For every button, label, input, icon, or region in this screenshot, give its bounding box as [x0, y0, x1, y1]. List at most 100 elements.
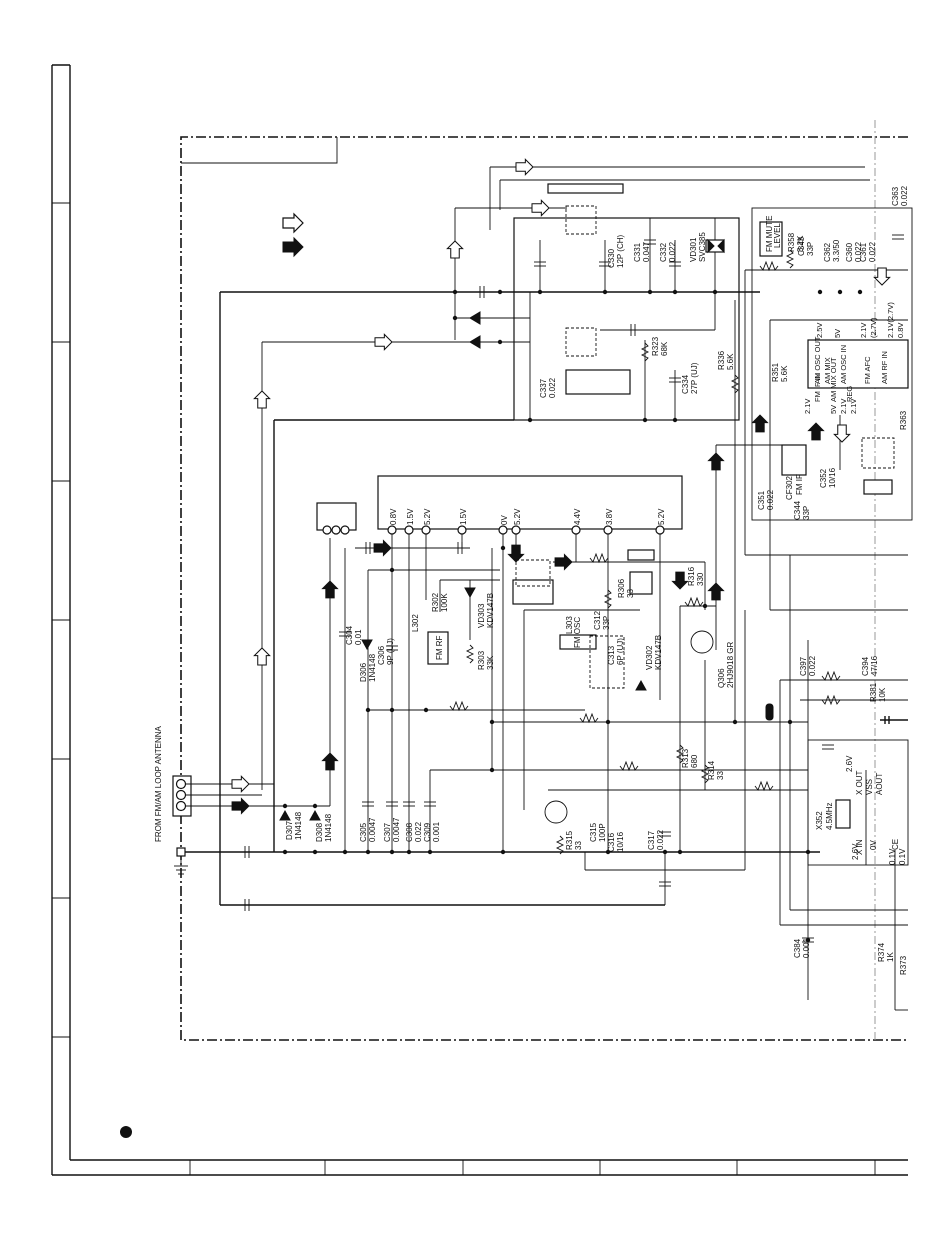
component-ref: C315 — [589, 822, 598, 842]
pin-voltage: 2.1V — [849, 399, 858, 414]
component-ref: L302 — [411, 614, 420, 632]
pin-voltage: 2.5V — [815, 323, 824, 338]
component-label-r374: R3741K — [877, 942, 895, 962]
pin-voltage: 0V — [500, 515, 509, 525]
component-ref: C362 — [823, 242, 832, 262]
component-value: 0.022 — [854, 241, 863, 262]
component-value: 0.047 — [642, 241, 651, 262]
component-label-r302: R302100K — [431, 592, 449, 612]
component-ref: D308 — [315, 822, 324, 842]
component-value: 8.2K — [796, 235, 805, 252]
component-value: 33P — [806, 242, 815, 256]
vss-label: VSS — [865, 779, 874, 795]
component-ref: C334 — [681, 374, 690, 394]
component-value: 10/16 — [616, 831, 625, 852]
component-label-r336: R3365.6K — [717, 350, 735, 370]
component-label-c363: C3630.022 — [891, 185, 909, 206]
ic-pin-voltages: 0.8V 1.5V 5.2V 1.5V 0V 5.2V 4.4V 3.8V 5.… — [389, 508, 666, 525]
component-label-c360: C3600.022 — [845, 241, 863, 262]
component-value: 27P (UJ) — [690, 362, 699, 394]
component-label-c397: C3970.022 — [799, 655, 817, 676]
component-ref: C384 — [793, 938, 802, 958]
sheet-frame — [51, 64, 908, 1176]
pin-voltage: 5.2V — [513, 508, 522, 525]
component-label-c313: C3136P (UJ) — [607, 638, 625, 665]
component-label-d306: D3061N4148 — [359, 653, 377, 682]
component-value: 33P — [602, 616, 611, 630]
component-ref: R315 — [565, 830, 574, 850]
component-label-c351: C3510.022 — [757, 489, 775, 510]
component-value: 9P (UJ) — [386, 638, 395, 665]
component-value: 0.022 — [548, 377, 557, 398]
fm-mute-line1: FM MUTE — [765, 216, 774, 252]
component-ref: C394 — [861, 656, 870, 676]
pin-voltage: 2.1V — [839, 399, 848, 414]
component-value: 47/16 — [870, 655, 879, 676]
component-ref: R351 — [771, 362, 780, 382]
voltage-label: 0V — [869, 840, 878, 850]
x-out-label: X OUT — [855, 770, 864, 795]
component-value: 33 — [626, 589, 635, 598]
rf-ic-block — [316, 475, 683, 689]
component-label-vd303: VD303KDV147B — [477, 593, 495, 628]
component-ref: R313 — [681, 748, 690, 768]
component-label-c337: C3370.022 — [539, 377, 557, 398]
component-ref: R323 — [651, 336, 660, 356]
component-value: 33 — [574, 841, 583, 850]
component-ref: C361 — [859, 242, 868, 262]
component-label-c315: C315100P — [589, 822, 607, 842]
component-ref: C308 — [405, 822, 414, 842]
component-label-q306: Q3062HJ9018 GR — [717, 642, 735, 688]
component-ref: C330 — [607, 248, 616, 268]
component-ref: C344 — [793, 500, 802, 520]
component-label-c305: C3050.0047 — [359, 817, 377, 842]
component-ref: D306 — [359, 662, 368, 682]
ic-pin-label: AM OSC OUT — [813, 336, 822, 384]
ground-terminal — [176, 847, 186, 857]
pin-voltage: 1.5V — [459, 508, 468, 525]
right-ic-voltages: 2.5V 5V 2.1V 2.1V(2.7V) (2.7V) 0.8V AM O… — [803, 302, 905, 414]
component-value: 0.01 — [354, 629, 363, 645]
component-ref: C304 — [345, 625, 354, 645]
ic-pin-label: FM IF IN — [813, 373, 822, 402]
component-value: 3.3/50 — [832, 239, 841, 262]
pin-voltage: 5.2V — [423, 508, 432, 525]
antenna-input — [172, 538, 820, 906]
x-in-label: X IN — [855, 839, 864, 855]
component-ref: C352 — [819, 468, 828, 488]
component-ref: C306 — [377, 645, 386, 665]
pin-voltage: 0.8V — [389, 508, 398, 525]
fm-if-ic-region — [715, 207, 913, 650]
component-label-r381: R38110K — [869, 682, 887, 702]
component-ref: C307 — [383, 822, 392, 842]
main-wiring — [344, 534, 909, 1011]
voltage-label: 2.6V — [845, 755, 854, 772]
legend-open-arrow-icon — [282, 213, 304, 233]
component-label-c312: C31233P — [593, 610, 611, 630]
component-label-c331: C3310.047 — [633, 241, 651, 262]
component-label-r313: R313680 — [681, 748, 699, 768]
component-label-c384: C3840.001 — [793, 937, 811, 958]
component-ref: R302 — [431, 592, 440, 612]
component-label-l303: L303 — [565, 616, 574, 634]
component-label-r351: R3515.6K — [771, 362, 789, 382]
component-ref: C313 — [607, 645, 616, 665]
component-label-vd301: VD301SVC385 — [689, 232, 707, 262]
component-ref: R374 — [877, 942, 886, 962]
component-value: 68K — [660, 341, 669, 356]
component-ref: C317 — [647, 830, 656, 850]
component-ref: C397 — [799, 656, 808, 676]
component-label-c317: C3170.022 — [647, 829, 665, 850]
pin-voltage: 3.8V — [605, 508, 614, 525]
component-value: 6P (UJ) — [616, 638, 625, 665]
component-label-r316: R316330 — [687, 566, 705, 586]
component-label-c332: C3320.022 — [659, 241, 677, 262]
component-ref: R316 — [687, 566, 696, 586]
component-ref: D307 — [285, 820, 294, 840]
pin-voltage: 2.1V — [859, 323, 868, 338]
component-label-c306: C3069P (UJ) — [377, 638, 395, 665]
pin-voltage: 1.5V — [406, 508, 415, 525]
component-ref: R306 — [617, 578, 626, 598]
component-value: 0.022 — [668, 241, 677, 262]
